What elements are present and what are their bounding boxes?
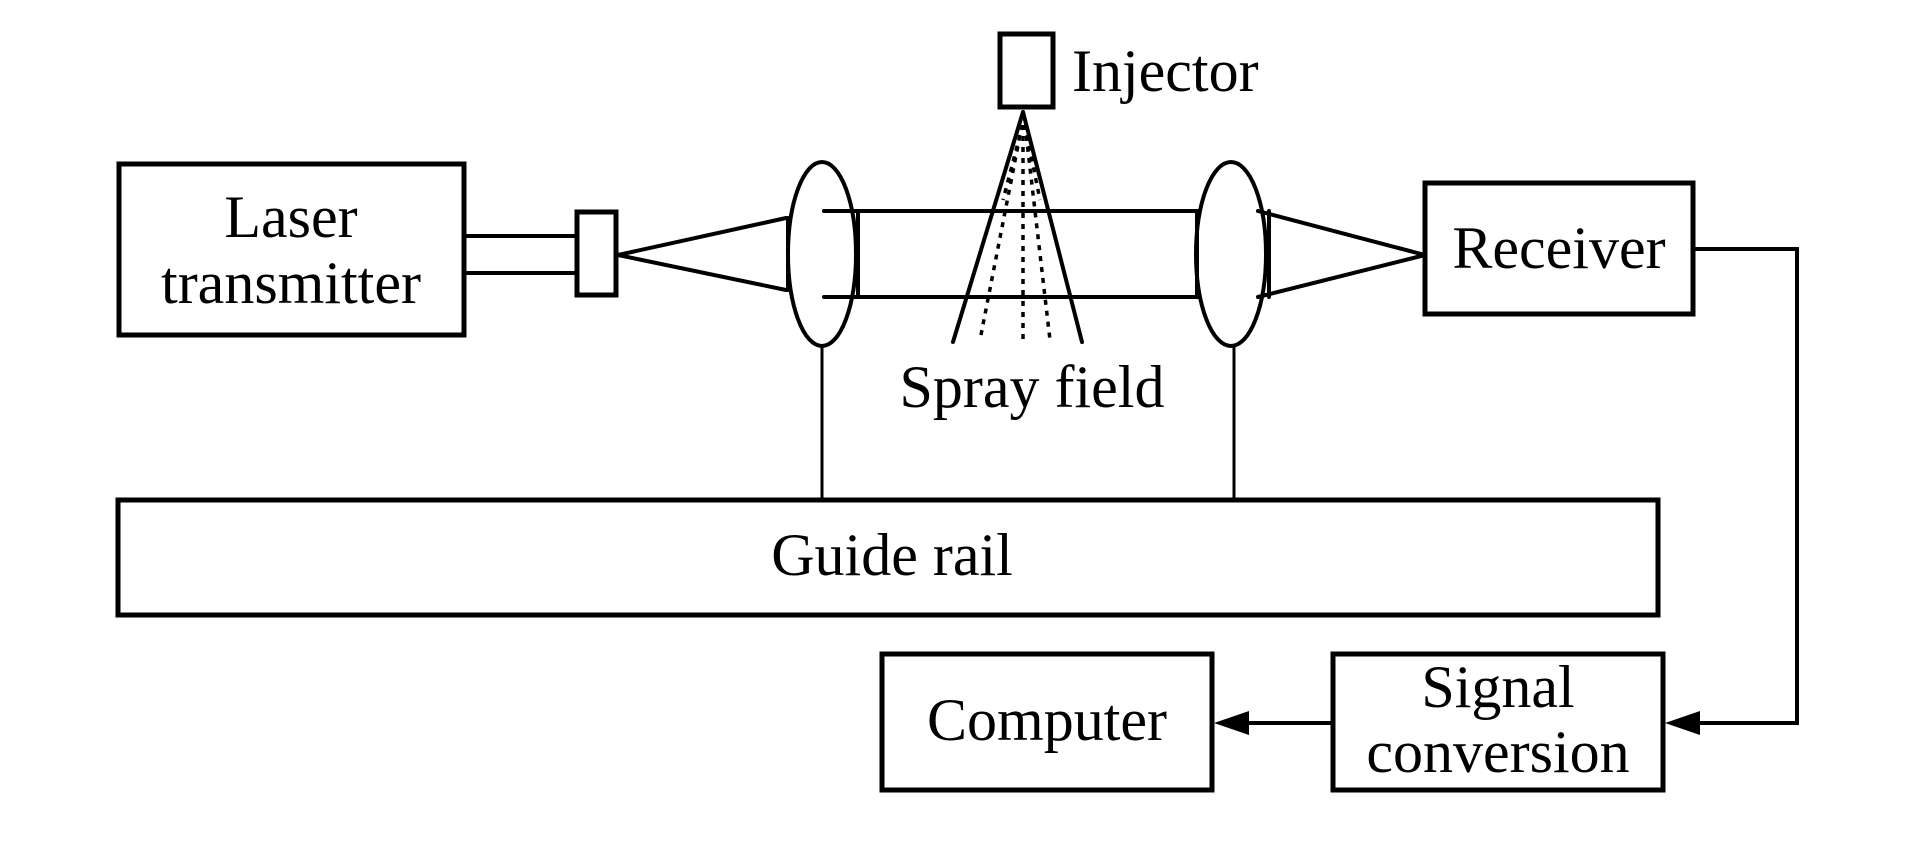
signal-conversion-box bbox=[1330, 651, 1666, 793]
injector-label: Injector bbox=[1072, 38, 1259, 104]
lens-2-ellipse bbox=[1194, 160, 1268, 348]
guide-rail: Guide rail bbox=[115, 497, 1661, 618]
computer-label: Computer bbox=[927, 687, 1167, 753]
spray-droplets-right bbox=[1023, 124, 1052, 341]
lens-1 bbox=[786, 160, 860, 348]
computer-box bbox=[879, 651, 1215, 793]
receiver-to-signal-line bbox=[1688, 247, 1799, 725]
diverging-beam-upper bbox=[616, 216, 788, 257]
spray-field-label: Spray field bbox=[900, 354, 1165, 420]
spray-cone-right-edge bbox=[1021, 110, 1084, 344]
laser-transmitter-box bbox=[116, 161, 467, 338]
lens-2 bbox=[1194, 160, 1271, 348]
guide-rail-label: Guide rail bbox=[771, 522, 1013, 588]
converging-beam-lower bbox=[1256, 253, 1427, 299]
spray-cone-left-edge bbox=[951, 110, 1025, 344]
arrow-to-signal-conversion bbox=[1665, 711, 1700, 735]
injector-box bbox=[997, 31, 1056, 110]
arrow-to-computer bbox=[1214, 711, 1249, 735]
laser-transmitter-label-line1: Laser bbox=[224, 184, 357, 250]
beam-expander-box bbox=[574, 209, 619, 298]
spray-cone bbox=[951, 110, 1084, 344]
spray-droplets-inner-left bbox=[1001, 134, 1022, 201]
spray-droplets-inner-right bbox=[1025, 134, 1042, 201]
signal-conversion-label-line1: Signal bbox=[1421, 654, 1574, 720]
laser-transmitter-label-line2: transmitter bbox=[161, 250, 421, 316]
signal-conversion-label-line2: conversion bbox=[1366, 719, 1629, 785]
laser-transmitter: Laser transmitter bbox=[116, 161, 467, 338]
receiver: Receiver bbox=[1422, 180, 1696, 317]
lens-1-ellipse bbox=[786, 160, 858, 348]
computer: Computer bbox=[879, 651, 1215, 793]
receiver-box bbox=[1422, 180, 1696, 317]
injector: Injector bbox=[997, 31, 1259, 110]
diverging-beam-lower bbox=[616, 253, 788, 292]
receiver-label: Receiver bbox=[1452, 215, 1665, 281]
converging-beam-upper bbox=[1256, 209, 1427, 257]
guide-rail-box bbox=[115, 497, 1661, 618]
signal-conversion: Signal conversion bbox=[1330, 651, 1666, 793]
